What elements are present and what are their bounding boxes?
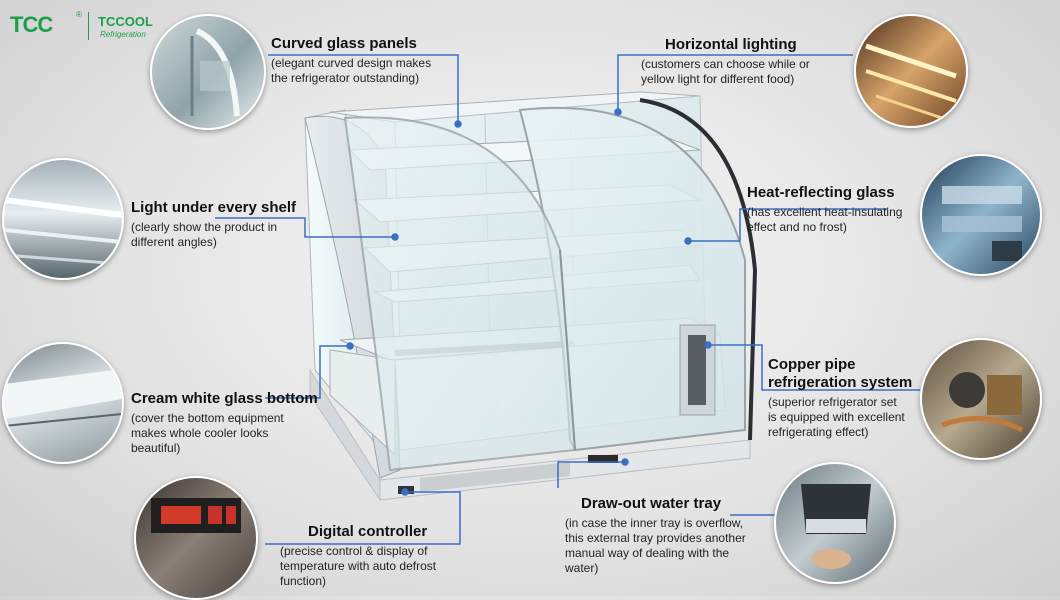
heat-glass-photo: [920, 154, 1042, 276]
brand-mark: TCC: [10, 12, 53, 37]
feature-digital-controller: Digital controller (precise control & di…: [280, 523, 470, 589]
brand-subtitle: Refrigeration: [100, 30, 146, 39]
controller-photo: [134, 476, 258, 600]
feature-curved-glass: Curved glass panels (elegant curved desi…: [271, 35, 471, 86]
registered-mark: ®: [76, 10, 82, 19]
curved-glass-photo: [150, 14, 266, 130]
feature-title: Digital controller: [308, 523, 428, 540]
feature-water-tray: Draw-out water tray (in case the inner t…: [565, 495, 780, 576]
feature-desc: (in case the inner tray is overflow, thi…: [565, 516, 746, 575]
feature-desc: (cover the bottom equipment makes whole …: [131, 411, 284, 455]
feature-desc: (elegant curved design makes the refrige…: [271, 56, 432, 85]
feature-title: Cream white glass bottom: [131, 390, 318, 407]
copper-pipe-photo: [920, 338, 1042, 460]
feature-desc: (customers can choose while or yellow li…: [641, 57, 810, 86]
feature-heat-reflecting: Heat-reflecting glass (has excellent hea…: [747, 184, 927, 235]
connector-lines: [215, 54, 920, 545]
brand-logo: TCC ® TCCOOL Refrigeration: [8, 8, 158, 42]
feature-desc: (has excellent heat-insulating effect an…: [747, 205, 903, 234]
lighting-photo: [854, 14, 968, 128]
cabinet-body: [304, 91, 758, 479]
feature-title: Horizontal lighting: [665, 36, 797, 53]
feature-desc: (clearly show the product in different a…: [131, 220, 278, 249]
feature-title: Heat-reflecting glass: [747, 184, 895, 201]
feature-desc: (superior refrigerator set is equipped w…: [768, 395, 905, 439]
feature-desc: (precise control & display of temperatur…: [280, 544, 437, 588]
feature-title: Draw-out water tray: [581, 495, 722, 512]
water-tray-photo: [774, 462, 896, 584]
logo-divider: [88, 12, 89, 40]
feature-cream-bottom: Cream white glass bottom (cover the bott…: [131, 390, 331, 456]
feature-title: Copper pipe refrigeration system: [768, 356, 913, 391]
feature-title: Light under every shelf: [131, 199, 297, 216]
feature-horizontal-lighting: Horizontal lighting (customers can choos…: [641, 36, 841, 87]
glass-bottom-photo: [2, 342, 124, 464]
brand-name: TCCOOL: [98, 14, 153, 29]
feature-light-under-shelf: Light under every shelf (clearly show th…: [131, 199, 321, 250]
feature-copper-pipe: Copper pipe refrigeration system (superi…: [768, 356, 928, 440]
feature-title: Curved glass panels: [271, 35, 417, 52]
shelf-light-photo: [2, 158, 124, 280]
